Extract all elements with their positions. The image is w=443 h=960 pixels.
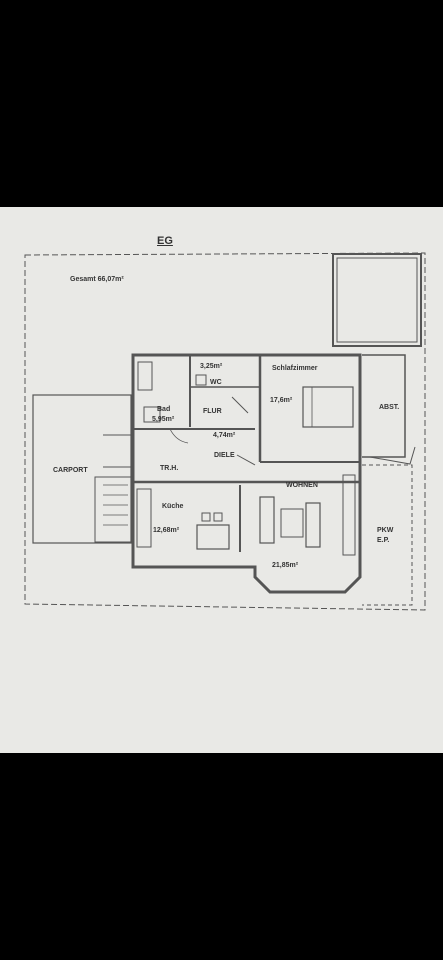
stair-top <box>103 434 134 468</box>
bad-area-label: 5,95m² <box>152 416 175 423</box>
house-outline <box>131 353 362 594</box>
dining-table <box>196 524 230 550</box>
wc-bowl <box>195 374 207 386</box>
kueche-name-label: Küche <box>162 503 184 510</box>
bad-name-label: Bad <box>157 406 171 413</box>
shower <box>143 406 161 423</box>
abst-label: ABST. <box>379 404 400 411</box>
bathtub <box>137 361 153 391</box>
carport-outline <box>32 394 132 544</box>
total-area-label: Gesamt 66,07m² <box>70 276 124 283</box>
floor-title: EG <box>157 235 173 247</box>
pkw-label-line2: E.P. <box>377 537 390 544</box>
property-boundary <box>24 252 426 611</box>
stair-treads <box>103 484 128 526</box>
carport-label: CARPORT <box>53 467 88 474</box>
wohnen-name-label: WOHNEN <box>286 482 318 489</box>
kueche-area-label: 12,68m² <box>153 527 180 534</box>
abst-outline <box>362 354 406 458</box>
kitchen-counter <box>136 488 152 548</box>
abst-door <box>369 446 416 465</box>
sofa-left <box>259 496 275 544</box>
stair-box <box>94 476 134 543</box>
diele-area-label: 4,74m² <box>213 432 236 439</box>
trh-label: TR.H. <box>160 465 179 472</box>
sofa-right <box>305 502 321 548</box>
flur-label: FLUR <box>203 408 222 415</box>
living-cabinet <box>342 474 356 556</box>
garage-inner <box>336 257 418 343</box>
garage-outline <box>332 253 422 347</box>
wc-area-label: 3,25m² <box>200 363 223 370</box>
floor-plan-sheet: EG Gesamt 66,07m² Bad 5,95m² 3,25m² WC F… <box>0 207 443 753</box>
schlafzimmer-name-label: Schlafzimmer <box>272 365 318 372</box>
schlafzimmer-area-label: 17,6m² <box>270 397 293 404</box>
floor-plan-drawing <box>24 252 426 611</box>
pkw-outline <box>362 464 413 606</box>
diele-label: DIELE <box>214 452 235 459</box>
coffee-table <box>280 508 304 538</box>
bed <box>302 386 354 428</box>
pkw-label-line1: PKW <box>377 527 394 534</box>
wohnen-area-label: 21,85m² <box>272 562 299 569</box>
wc-name-label: WC <box>210 379 222 386</box>
